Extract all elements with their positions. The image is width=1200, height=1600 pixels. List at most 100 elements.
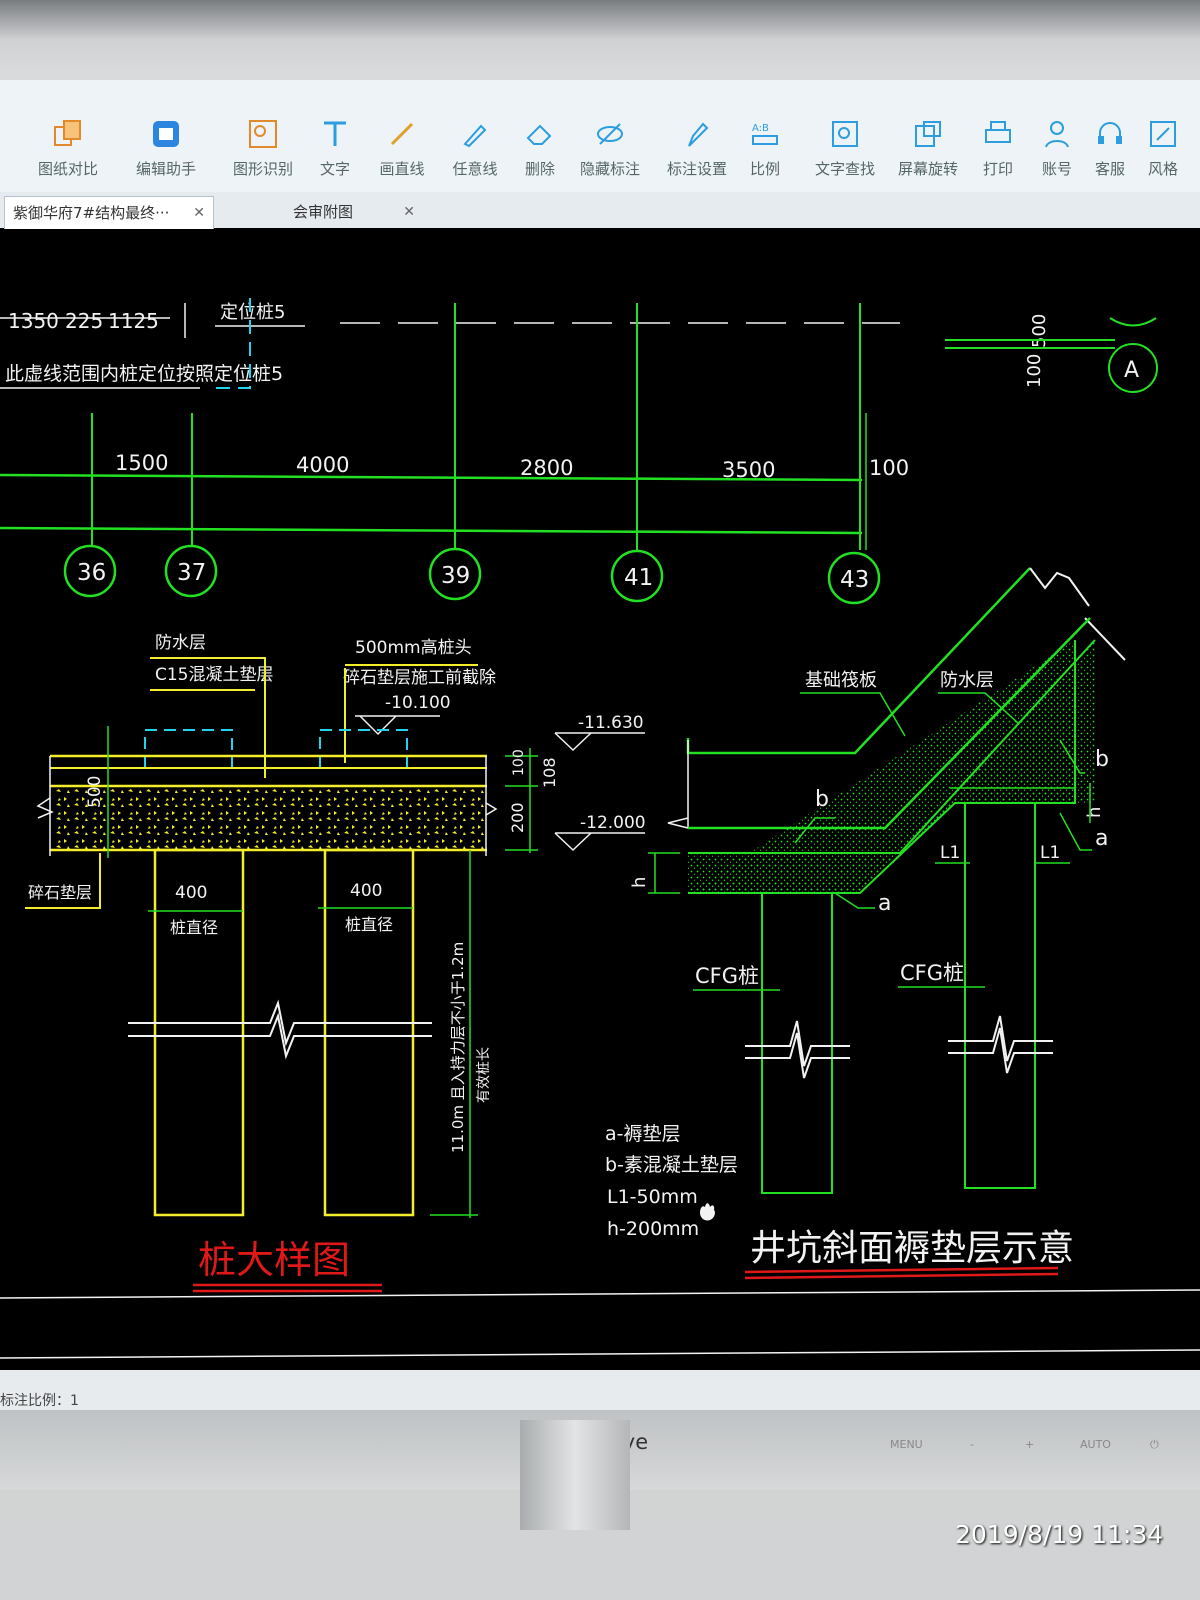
support-label: 客服 — [1094, 160, 1125, 178]
pile-elev2: -11.630 — [578, 713, 644, 733]
pit-cfg-label-2: CFG桩 — [900, 961, 964, 985]
style-button[interactable]: 风格 — [1128, 118, 1198, 188]
pit-waterproof: 防水层 — [940, 670, 994, 691]
tab-review-attachment[interactable]: 会审附图 ✕ — [215, 196, 423, 228]
hand-cursor-icon — [700, 1203, 715, 1221]
text-search-icon — [832, 121, 858, 147]
axis-37: 37 — [177, 560, 206, 586]
locator-label: 定位桩5 — [220, 302, 285, 323]
pile-dia-label-2: 桩直径 — [345, 915, 393, 934]
tab-label: 紫御华府7#结构最终··· — [13, 204, 170, 222]
spacing-4000: 4000 — [296, 453, 349, 477]
pit-legend-b: b-素混凝土垫层 — [605, 1154, 738, 1176]
pit-legend-a: a-褥垫层 — [605, 1123, 681, 1145]
scale-status: 标注比例：1 — [0, 1393, 79, 1409]
freeline-icon — [463, 124, 487, 148]
edit-assistant-button[interactable]: 编辑助手 — [131, 118, 201, 188]
text-search-button[interactable]: 文字查找 — [810, 118, 880, 188]
pile-title: 桩大样图 — [198, 1238, 350, 1282]
pile-c15: C15混凝土垫层 — [155, 665, 274, 685]
support-button[interactable]: 客服 — [1075, 118, 1145, 188]
pile-dia-value-1: 400 — [175, 883, 207, 903]
auto-button[interactable]: AUTO — [1080, 1438, 1111, 1451]
scale-button[interactable]: A:B 比例 — [730, 118, 800, 188]
tab-label: 会审附图 — [292, 203, 353, 221]
pit-b-label-1: b — [815, 787, 829, 812]
status-bar: 标注比例：1 — [0, 1370, 1200, 1410]
plus-button[interactable]: + — [1025, 1438, 1035, 1451]
pile-waterproof: 防水层 — [155, 633, 206, 653]
pit-legend-L1: L1-50mm — [607, 1186, 698, 1208]
compare-icon — [54, 120, 81, 146]
power-icon[interactable]: ⏻ — [1150, 1438, 1159, 1451]
rotate-screen-label: 屏幕旋转 — [897, 160, 958, 178]
pile-detail: 防水层 C15混凝土垫层 500mm高桩头 碎石垫层施工前截除 -10.100 — [25, 633, 646, 1293]
scale-label: 比例 — [749, 160, 780, 178]
axis-A: A — [1124, 358, 1139, 383]
pile-dia-label-1: 桩直径 — [170, 918, 218, 937]
close-icon[interactable]: ✕ — [403, 204, 415, 220]
line-label: 画直线 — [379, 160, 425, 178]
svg-text:A:B: A:B — [752, 123, 769, 134]
pit-a-label-1: a — [878, 891, 891, 916]
account-icon — [1045, 121, 1069, 148]
drawing-canvas[interactable]: 1350 225 1125 定位桩5 此虚线范围内桩定位按照定位桩5 500 1… — [0, 228, 1200, 1370]
monitor: 图纸对比 编辑助手 图形识别 文字 画直线 任意线 — [0, 70, 1200, 1600]
screen: 图纸对比 编辑助手 图形识别 文字 画直线 任意线 — [0, 80, 1200, 1410]
pile-d200: 200 — [508, 802, 527, 833]
spacing-2800: 2800 — [520, 456, 573, 480]
freeline-label: 任意线 — [452, 160, 498, 178]
spacing-3500: 3500 — [722, 458, 775, 482]
rotate-screen-icon — [915, 121, 941, 147]
edit-assistant-label: 编辑助手 — [135, 160, 196, 178]
pile-elev3: -12.000 — [580, 813, 646, 833]
account-button[interactable]: 账号 — [1022, 118, 1092, 188]
text-icon — [324, 121, 346, 146]
tab-structure-drawing[interactable]: 紫御华府7#结构最终··· ✕ — [4, 196, 214, 229]
photo-timestamp: 2019/8/19 11:34 — [955, 1520, 1164, 1549]
minus-button[interactable]: - — [970, 1438, 974, 1451]
pile-dia-value-2: 400 — [350, 881, 382, 901]
pit-legend-h: h-200mm — [607, 1218, 699, 1240]
pit-raft: 基础筏板 — [805, 670, 877, 691]
tab-bar: 紫御华府7#结构最终··· ✕ 会审附图 ✕ — [0, 192, 1200, 229]
account-label: 账号 — [1041, 160, 1072, 178]
axis-43: 43 — [840, 567, 869, 593]
print-button[interactable]: 打印 — [963, 118, 1033, 188]
hide-annotation-button[interactable]: 隐藏标注 — [575, 118, 645, 188]
menu-button[interactable]: MENU — [890, 1438, 923, 1451]
pit-a-label-2: a — [1095, 826, 1108, 851]
pit-h-label-1: h — [629, 877, 650, 888]
close-icon[interactable]: ✕ — [193, 205, 205, 221]
annotation-settings-icon — [688, 122, 709, 147]
axis-39: 39 — [441, 563, 470, 589]
pit-cfg-label-1: CFG桩 — [695, 964, 759, 988]
axis-grid: 1500 4000 2800 3500 100 36 37 39 41 43 — [0, 303, 909, 605]
line-button[interactable]: 画直线 — [367, 118, 437, 188]
shape-recognition-button[interactable]: 图形识别 — [228, 118, 298, 188]
annotation-settings-label: 标注设置 — [666, 160, 727, 178]
monitor-stand — [520, 1420, 630, 1530]
pit-detail: 基础筏板 防水层 b b a a h h L1 — [605, 567, 1126, 1280]
pile-elev1: -10.100 — [385, 693, 451, 713]
eraser-button[interactable]: 删除 — [505, 118, 575, 188]
rotate-screen-button[interactable]: 屏幕旋转 — [893, 118, 963, 188]
annotation-settings-button[interactable]: 标注设置 — [662, 118, 732, 188]
axis-36: 36 — [77, 560, 106, 586]
hide-annotation-icon — [597, 123, 623, 145]
freeline-button[interactable]: 任意线 — [440, 118, 510, 188]
pile-gravel-note: 碎石垫层施工前截除 — [343, 668, 496, 688]
hide-annotation-label: 隐藏标注 — [579, 160, 640, 178]
pit-h-label-2: h — [1084, 807, 1105, 818]
edit-assistant-icon — [153, 121, 179, 147]
toolbar: 图纸对比 编辑助手 图形识别 文字 画直线 任意线 — [0, 80, 1200, 201]
compare-button[interactable]: 图纸对比 — [33, 118, 103, 188]
pit-L1-label-2: L1 — [1040, 843, 1060, 863]
spacing-1500: 1500 — [115, 451, 168, 475]
pile-d500: 500 — [85, 776, 105, 808]
right-dim-500: 500 — [1029, 314, 1050, 348]
pile-length-note: 11.0m 且入持力层不小于1.2m — [449, 942, 467, 1153]
support-icon — [1098, 122, 1122, 144]
pile-d108: 108 — [540, 757, 559, 788]
text-button[interactable]: 文字 — [300, 118, 370, 188]
